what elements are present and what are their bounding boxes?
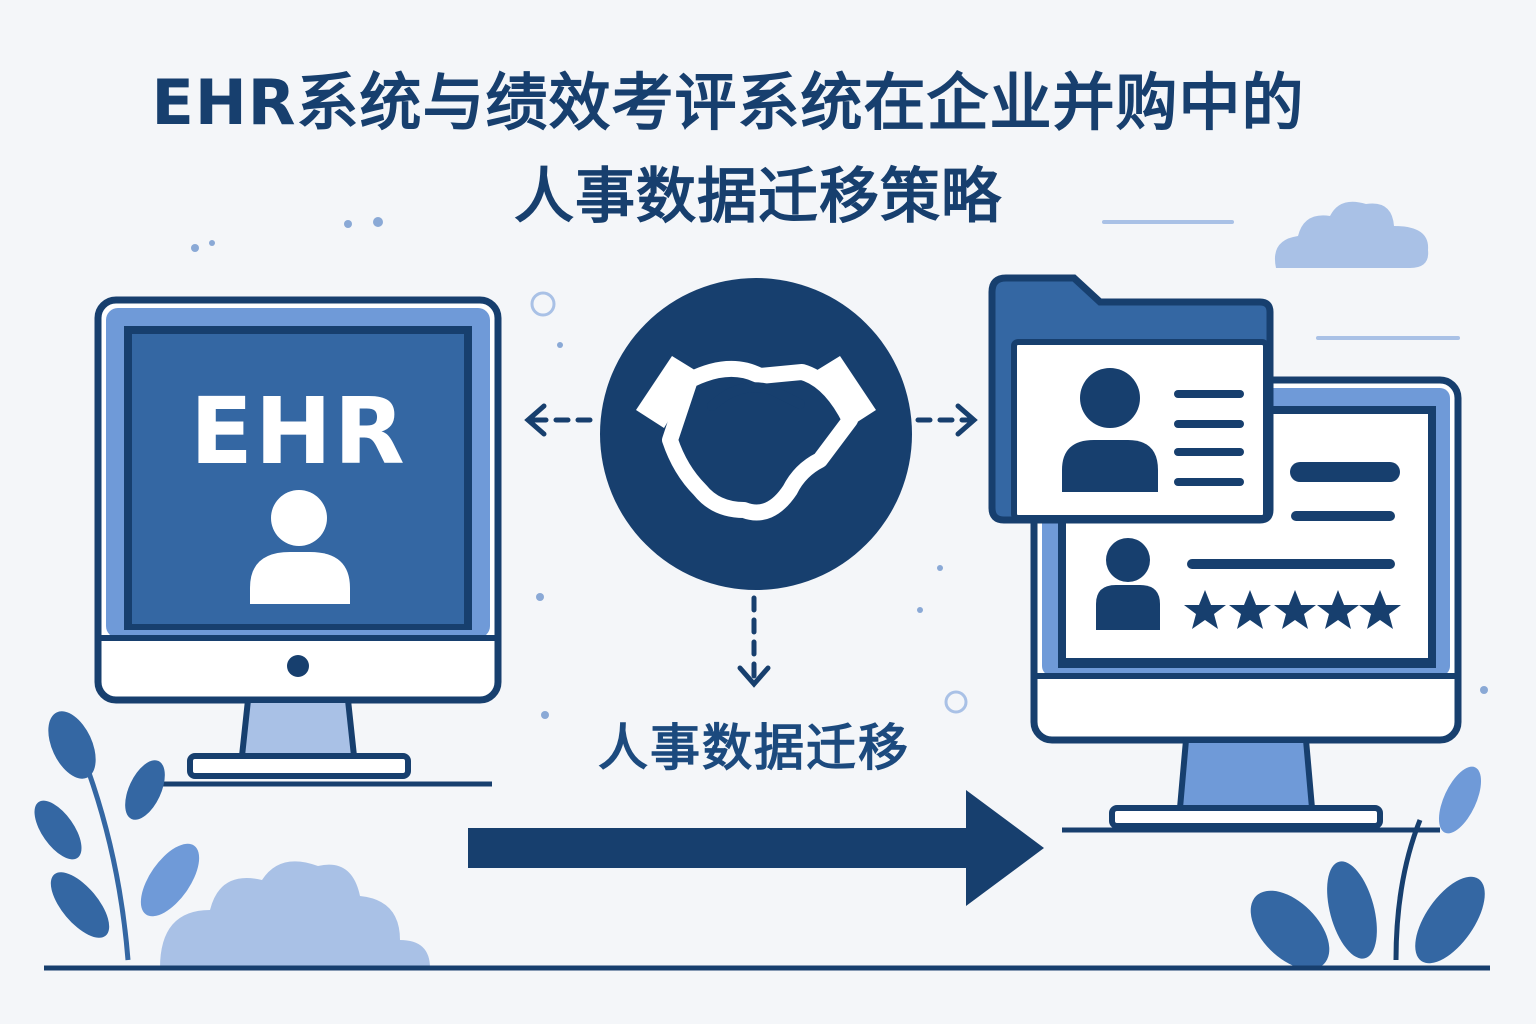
decorative-ring (530, 291, 556, 317)
cloud-icon (1274, 201, 1429, 268)
dashed-left-arrow (524, 403, 593, 437)
person-icon (271, 490, 327, 546)
person-icon (1106, 538, 1150, 582)
left-plant-icon (34, 711, 200, 961)
right-arrow-icon (468, 790, 1044, 906)
folder-icon (988, 274, 1274, 524)
right-plant-icon (1250, 766, 1485, 970)
handshake-icon (636, 356, 876, 521)
person-icon (1080, 368, 1140, 428)
ehr-label: EHR (190, 378, 407, 485)
decorative-lines (1102, 220, 1460, 340)
handshake-circle (524, 278, 978, 688)
migration-label: 人事数据迁移 (598, 719, 910, 777)
dashed-right-arrow (915, 403, 978, 437)
dashed-down-arrow (737, 595, 771, 688)
page-title-line-1: EHR系统与绩效考评系统在企业并购中的 (151, 66, 1305, 139)
bush-icon (160, 861, 430, 968)
left-monitor (94, 296, 502, 787)
page-title-line-2: 人事数据迁移策略 (514, 162, 1002, 232)
decorative-dots (191, 217, 1488, 719)
rating-stars-icon (1184, 590, 1401, 629)
right-monitor (1030, 376, 1462, 833)
decorative-ring (944, 690, 968, 714)
